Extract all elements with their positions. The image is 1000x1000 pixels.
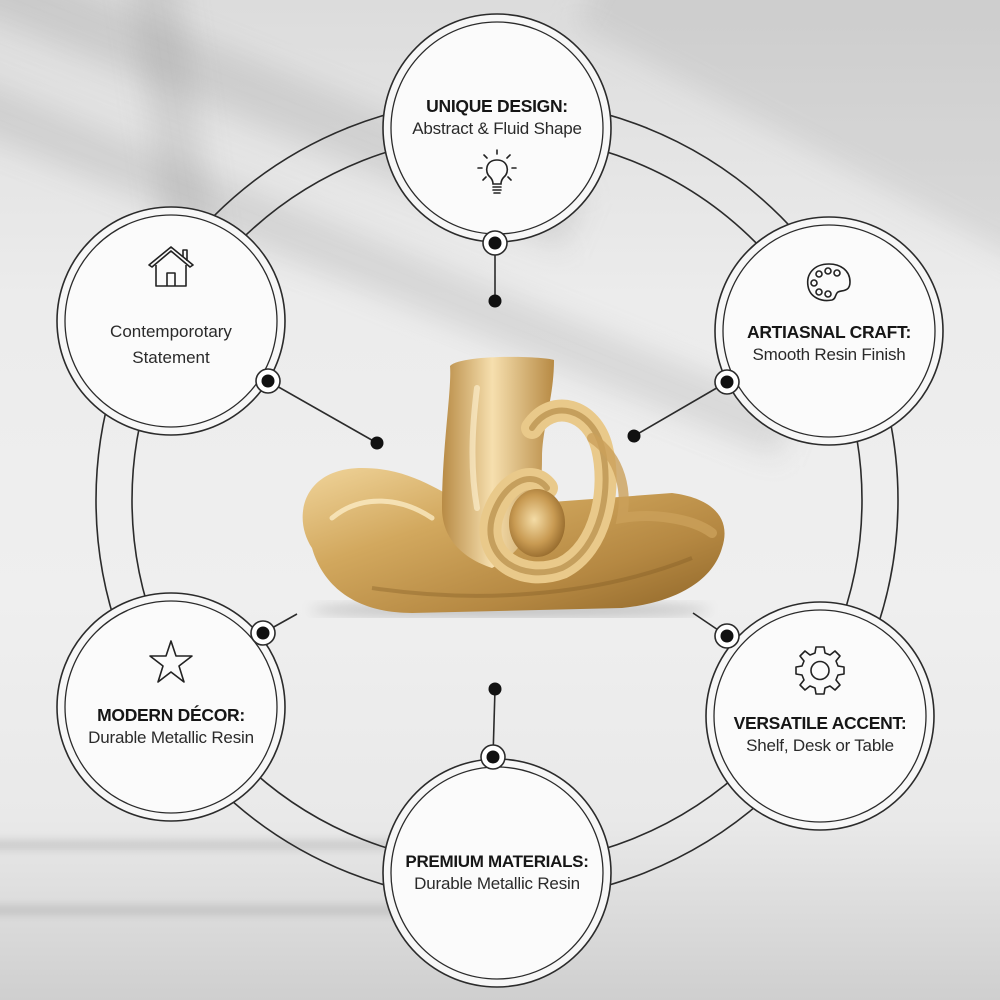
feature-subtitle: Durable Metallic Resin xyxy=(88,727,254,747)
feature-text-line-1: Contemporotary xyxy=(110,322,232,341)
feature-title: ARTIASNAL CRAFT: xyxy=(746,321,912,342)
star-icon xyxy=(149,639,193,683)
gear-icon xyxy=(795,645,845,695)
feature-title: MODERN DÉCOR: xyxy=(97,704,245,725)
feature-bubble-contemporary-statement: Contemporotary Statement xyxy=(61,211,281,431)
background-shadow xyxy=(0,840,560,850)
feature-title: PREMIUM MATERIALS: xyxy=(405,851,589,871)
feature-bubble-modern-decor: MODERN DÉCOR: Durable Metallic Resin xyxy=(61,597,281,817)
feature-text-line-2: Statement xyxy=(132,348,210,367)
lightbulb-icon xyxy=(477,148,517,194)
house-icon xyxy=(148,246,194,287)
background-shadow xyxy=(0,905,560,915)
feature-bubble-unique-design: UNIQUE DESIGN: Abstract & Fluid Shape xyxy=(387,18,607,238)
feature-bubble-premium-materials: PREMIUM MATERIALS: Durable Metallic Resi… xyxy=(387,763,607,983)
feature-bubble-artisanal-craft: ARTIASNAL CRAFT: Smooth Resin Finish xyxy=(719,221,939,441)
feature-bubble-versatile-accent: VERSATILE ACCENT: Shelf, Desk or Table xyxy=(710,606,930,826)
bubble-outlines xyxy=(56,13,944,988)
feature-title: UNIQUE DESIGN: xyxy=(426,95,568,116)
palette-icon xyxy=(806,262,851,301)
feature-subtitle: Shelf, Desk or Table xyxy=(746,735,894,755)
gold-sculpture-image xyxy=(302,356,725,618)
feature-subtitle: Abstract & Fluid Shape xyxy=(412,118,582,138)
feature-subtitle: Durable Metallic Resin xyxy=(414,873,580,893)
feature-subtitle: Smooth Resin Finish xyxy=(752,344,906,364)
feature-title: VERSATILE ACCENT: xyxy=(733,712,907,733)
connector-nodes xyxy=(250,230,740,770)
